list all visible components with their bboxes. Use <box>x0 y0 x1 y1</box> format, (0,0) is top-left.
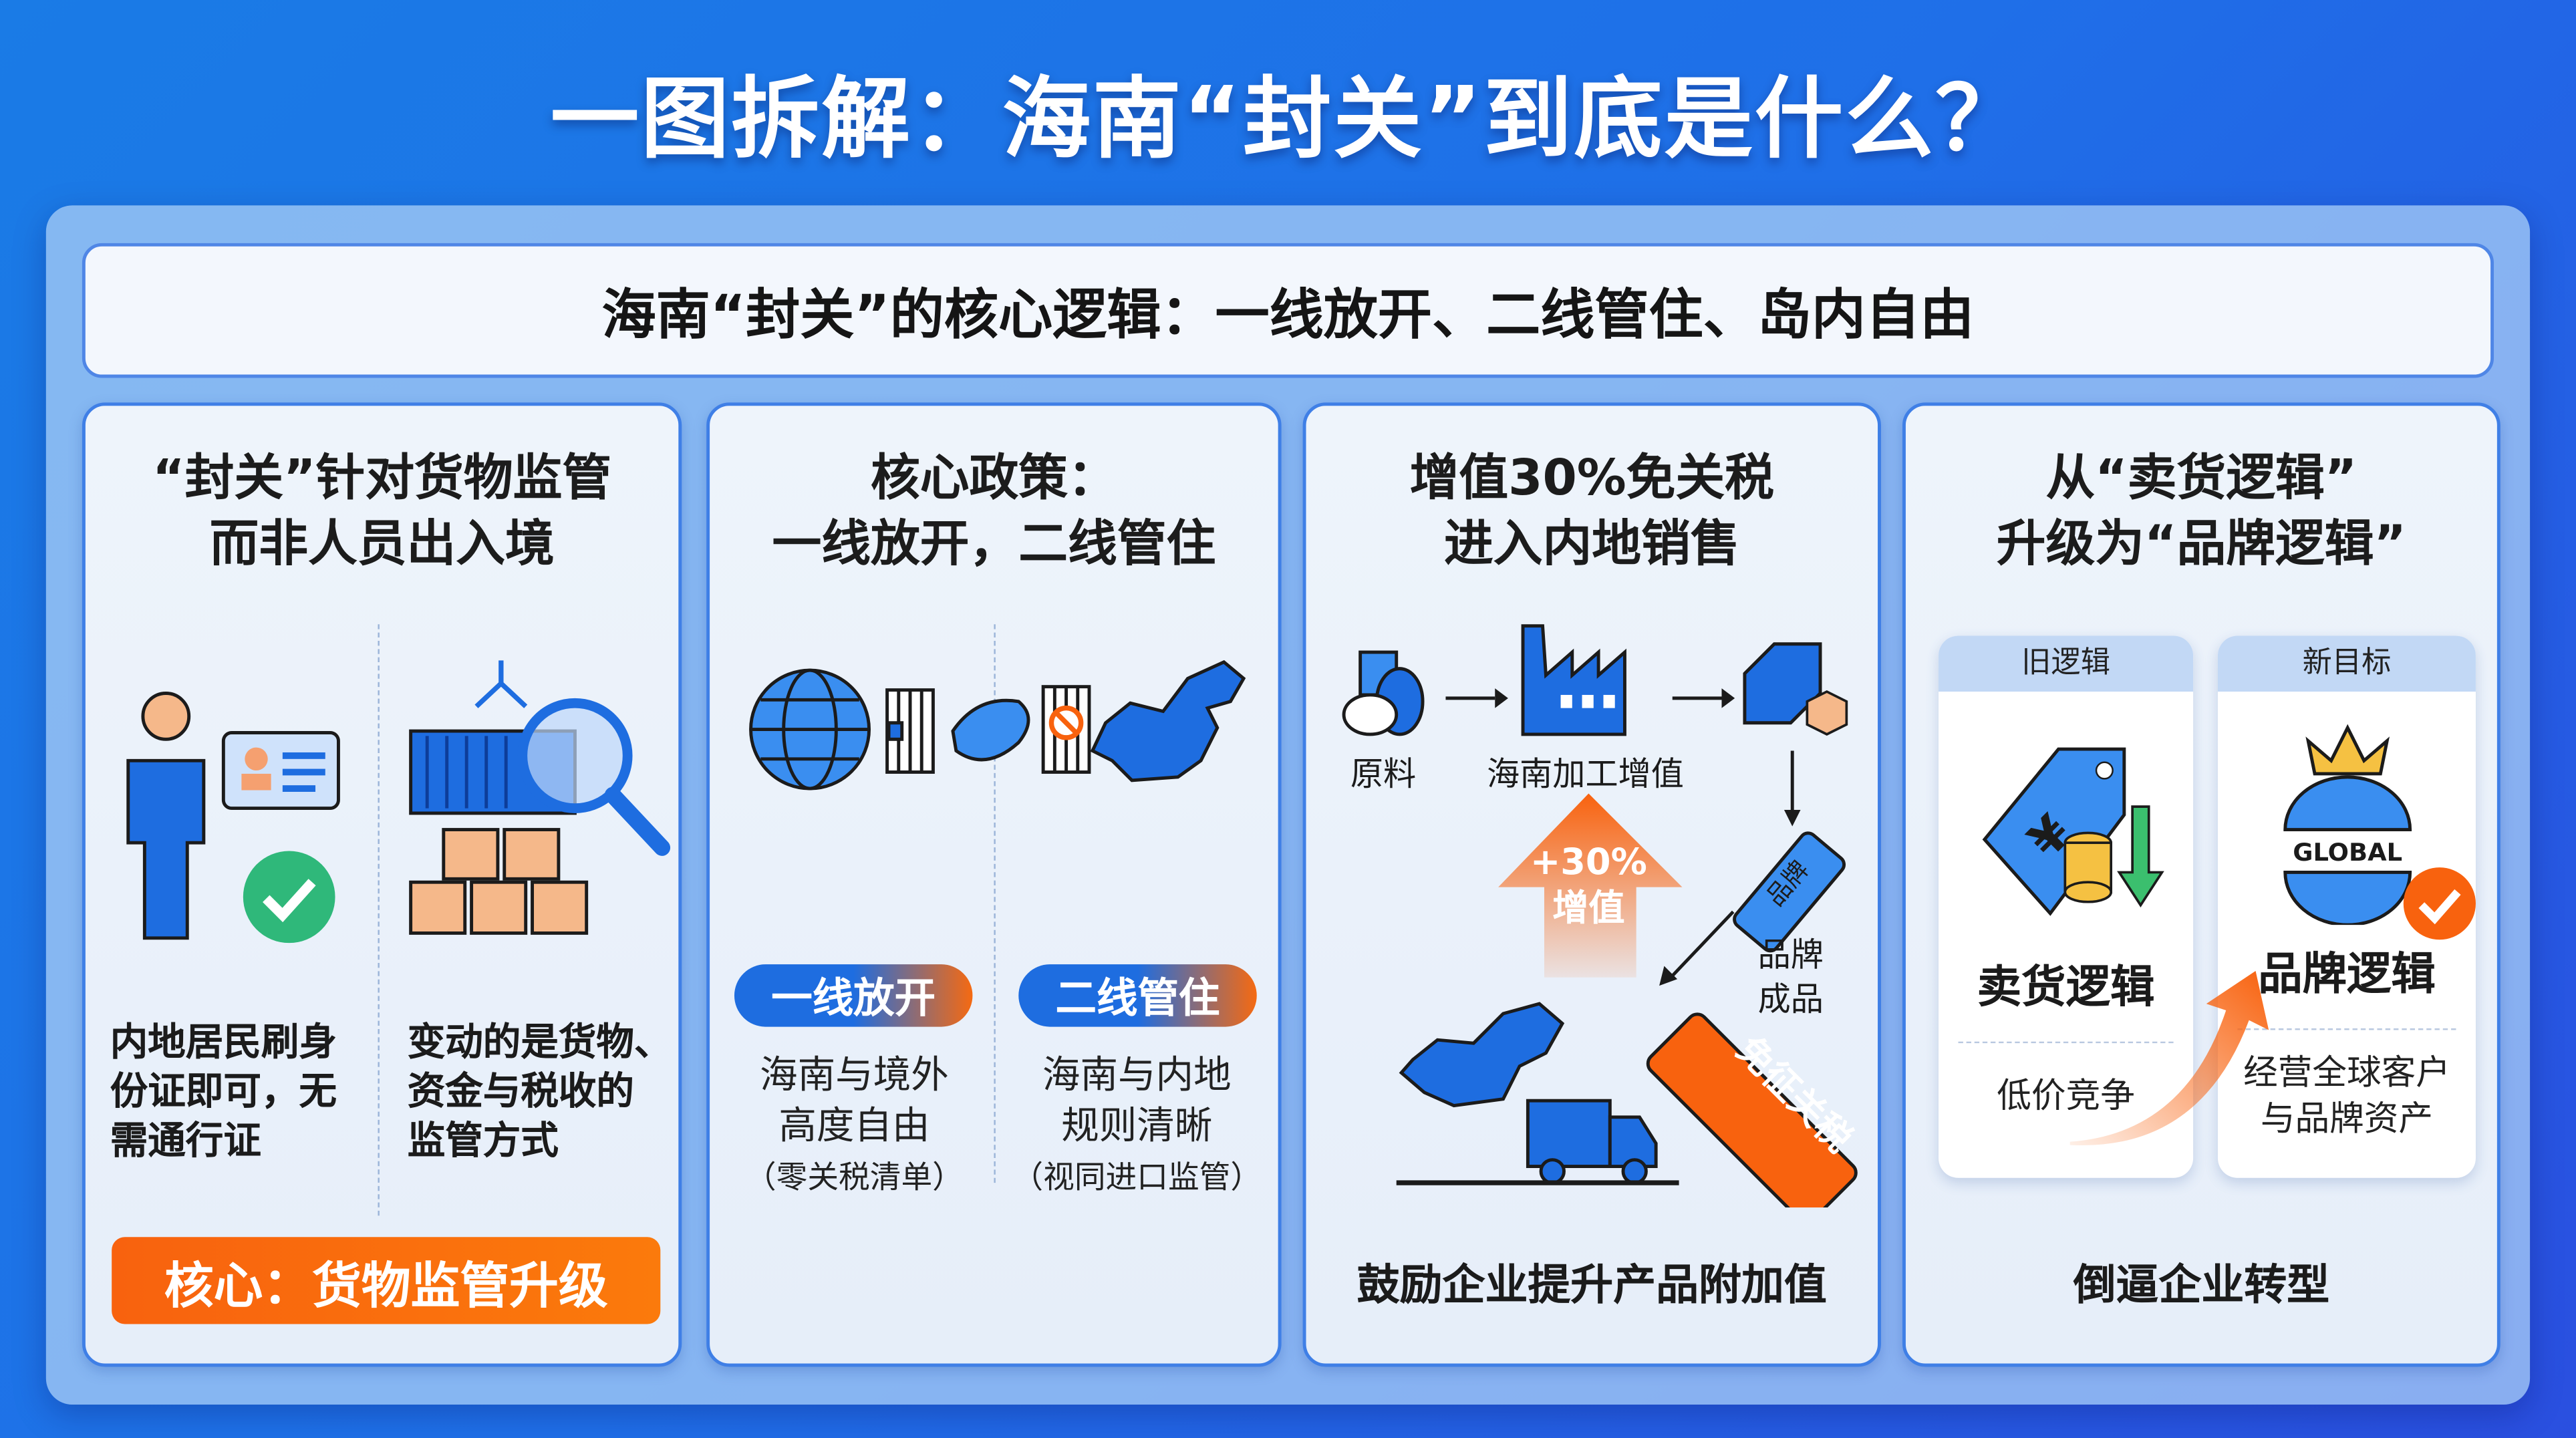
text-line: 海南与境外 <box>760 1054 949 1098</box>
pill-first-line-open: 一线放开 <box>734 964 973 1027</box>
page-title: 一图拆解：海南“封关”到底是什么？ <box>550 67 2026 171</box>
text-line: 监管方式 <box>407 1120 559 1163</box>
old-logic-panel: 旧逻辑 ¥ 卖货逻辑 低价竞争 <box>1939 635 2194 1178</box>
factory-icon <box>1521 624 1626 736</box>
china-map-icon <box>1399 1002 1565 1108</box>
text-line: 内地居民刷身 <box>110 1022 337 1065</box>
flow-label-processing: 海南加工增值 <box>1486 754 1684 794</box>
global-crown-icon: GLOBAL <box>2283 724 2411 925</box>
check-icon <box>243 851 335 944</box>
old-logic-header: 旧逻辑 <box>1939 635 2194 692</box>
card4-title: 从“卖货逻辑” 升级为“品牌逻辑” <box>1902 447 2500 579</box>
card1-title: “封关”针对货物监管 而非人员出入境 <box>82 447 682 579</box>
raw-material-icon <box>1342 650 1425 736</box>
text-line: 增值 <box>1552 889 1625 930</box>
card1-title-line1: “封关”针对货物监管 <box>152 450 612 508</box>
text-line: 高度自由 <box>778 1105 930 1149</box>
check-icon <box>2403 867 2476 940</box>
divider <box>2237 1028 2456 1030</box>
card4-title-line1: 从“卖货逻辑” <box>2045 450 2357 508</box>
truck-icon <box>1526 1099 1658 1185</box>
brand-tag-icon <box>1733 831 1846 953</box>
divider <box>378 624 380 1216</box>
card1-left-text: 内地居民刷身 份证即可，无 需通行证 <box>110 1018 373 1166</box>
card3-title-line2: 进入内地销售 <box>1444 515 1740 574</box>
card3-title: 增值30%免关税 进入内地销售 <box>1303 447 1881 579</box>
divider <box>1958 1041 2174 1044</box>
text-line: 变动的是货物、 <box>407 1022 672 1065</box>
text-line: 份证即可，无 <box>110 1070 337 1114</box>
text-line: 成品 <box>1757 979 1824 1019</box>
core-upgrade-button[interactable]: 核心：货物监管升级 <box>112 1237 661 1324</box>
text-line: 与品牌资产 <box>2260 1099 2434 1139</box>
card1-title-line2: 而非人员出入境 <box>209 515 555 574</box>
card1-right-text: 变动的是货物、 资金与税收的 监管方式 <box>408 1018 687 1166</box>
text-line: 品牌 <box>1757 934 1824 974</box>
upgrade-arrow-icon <box>2069 970 2269 1146</box>
text-line: 需通行证 <box>110 1120 261 1163</box>
card2-left-text: 海南与境外 高度自由 （零关税清单） <box>714 1051 994 1204</box>
card3-title-line1: 增值30%免关税 <box>1409 450 1774 508</box>
card2-title-line1: 核心政策： <box>871 450 1117 508</box>
container-magnifier-icon <box>409 660 671 935</box>
old-logic-main: 卖货逻辑 <box>1977 962 2155 1014</box>
pill-second-line-control: 二线管住 <box>1018 964 1257 1027</box>
divider <box>994 624 996 1183</box>
brand-product-label: 品牌 成品 <box>1758 933 1824 1022</box>
product-box-icon <box>1743 642 1848 736</box>
card4-title-line2: 升级为“品牌逻辑” <box>1996 515 2407 574</box>
processing-flow-diagram: 品牌 免征关税 <box>1342 624 1860 1207</box>
text-line: （零关税清单） <box>744 1159 964 1196</box>
globe-icon <box>749 668 871 790</box>
text-line: （视同进口监管） <box>1012 1159 1262 1196</box>
new-goal-header: 新目标 <box>2217 635 2476 692</box>
card2-title: 核心政策： 一线放开，二线管住 <box>706 447 1281 579</box>
text-line: 资金与税收的 <box>407 1070 634 1114</box>
text-line: 经营全球客户 <box>2243 1052 2450 1093</box>
value-added-arrow-text: +30% 增值 <box>1498 841 1679 933</box>
tax-free-tag-icon <box>1646 1012 1858 1207</box>
hainan-island-icon <box>951 698 1030 762</box>
arrow-icon <box>1721 688 1735 708</box>
text-line: 规则清晰 <box>1061 1105 1213 1149</box>
gate-blocked-icon <box>1041 685 1091 774</box>
card2-right-text: 海南与内地 规则清晰 （视同进口监管） <box>997 1051 1276 1204</box>
flow-label-raw: 原料 <box>1350 754 1417 794</box>
gate-icon <box>885 688 935 774</box>
global-text: GLOBAL <box>2292 838 2402 867</box>
text-line: 海南与内地 <box>1042 1054 1232 1098</box>
china-map-icon <box>1090 660 1246 782</box>
policy-icons <box>749 660 1246 790</box>
person-id-card-icon <box>126 692 340 940</box>
new-goal-main: 品牌逻辑 <box>2258 950 2436 1001</box>
card4-bottom-text: 倒逼企业转型 <box>2073 1262 2330 1311</box>
price-tag-down-icon: ¥ <box>1981 747 2164 916</box>
old-logic-desc: 低价竞争 <box>1997 1076 2135 1116</box>
card3-bottom-text: 鼓励企业提升产品附加值 <box>1356 1262 1827 1311</box>
card-core-policy <box>706 402 1282 1367</box>
text-line: +30% <box>1530 843 1647 884</box>
card2-title-line2: 一线放开，二线管住 <box>772 515 1216 574</box>
core-logic-banner: 海南“封关”的核心逻辑：一线放开、二线管住、岛内自由 <box>82 243 2494 378</box>
new-goal-desc: 经营全球客户 与品牌资产 <box>2218 1050 2476 1142</box>
